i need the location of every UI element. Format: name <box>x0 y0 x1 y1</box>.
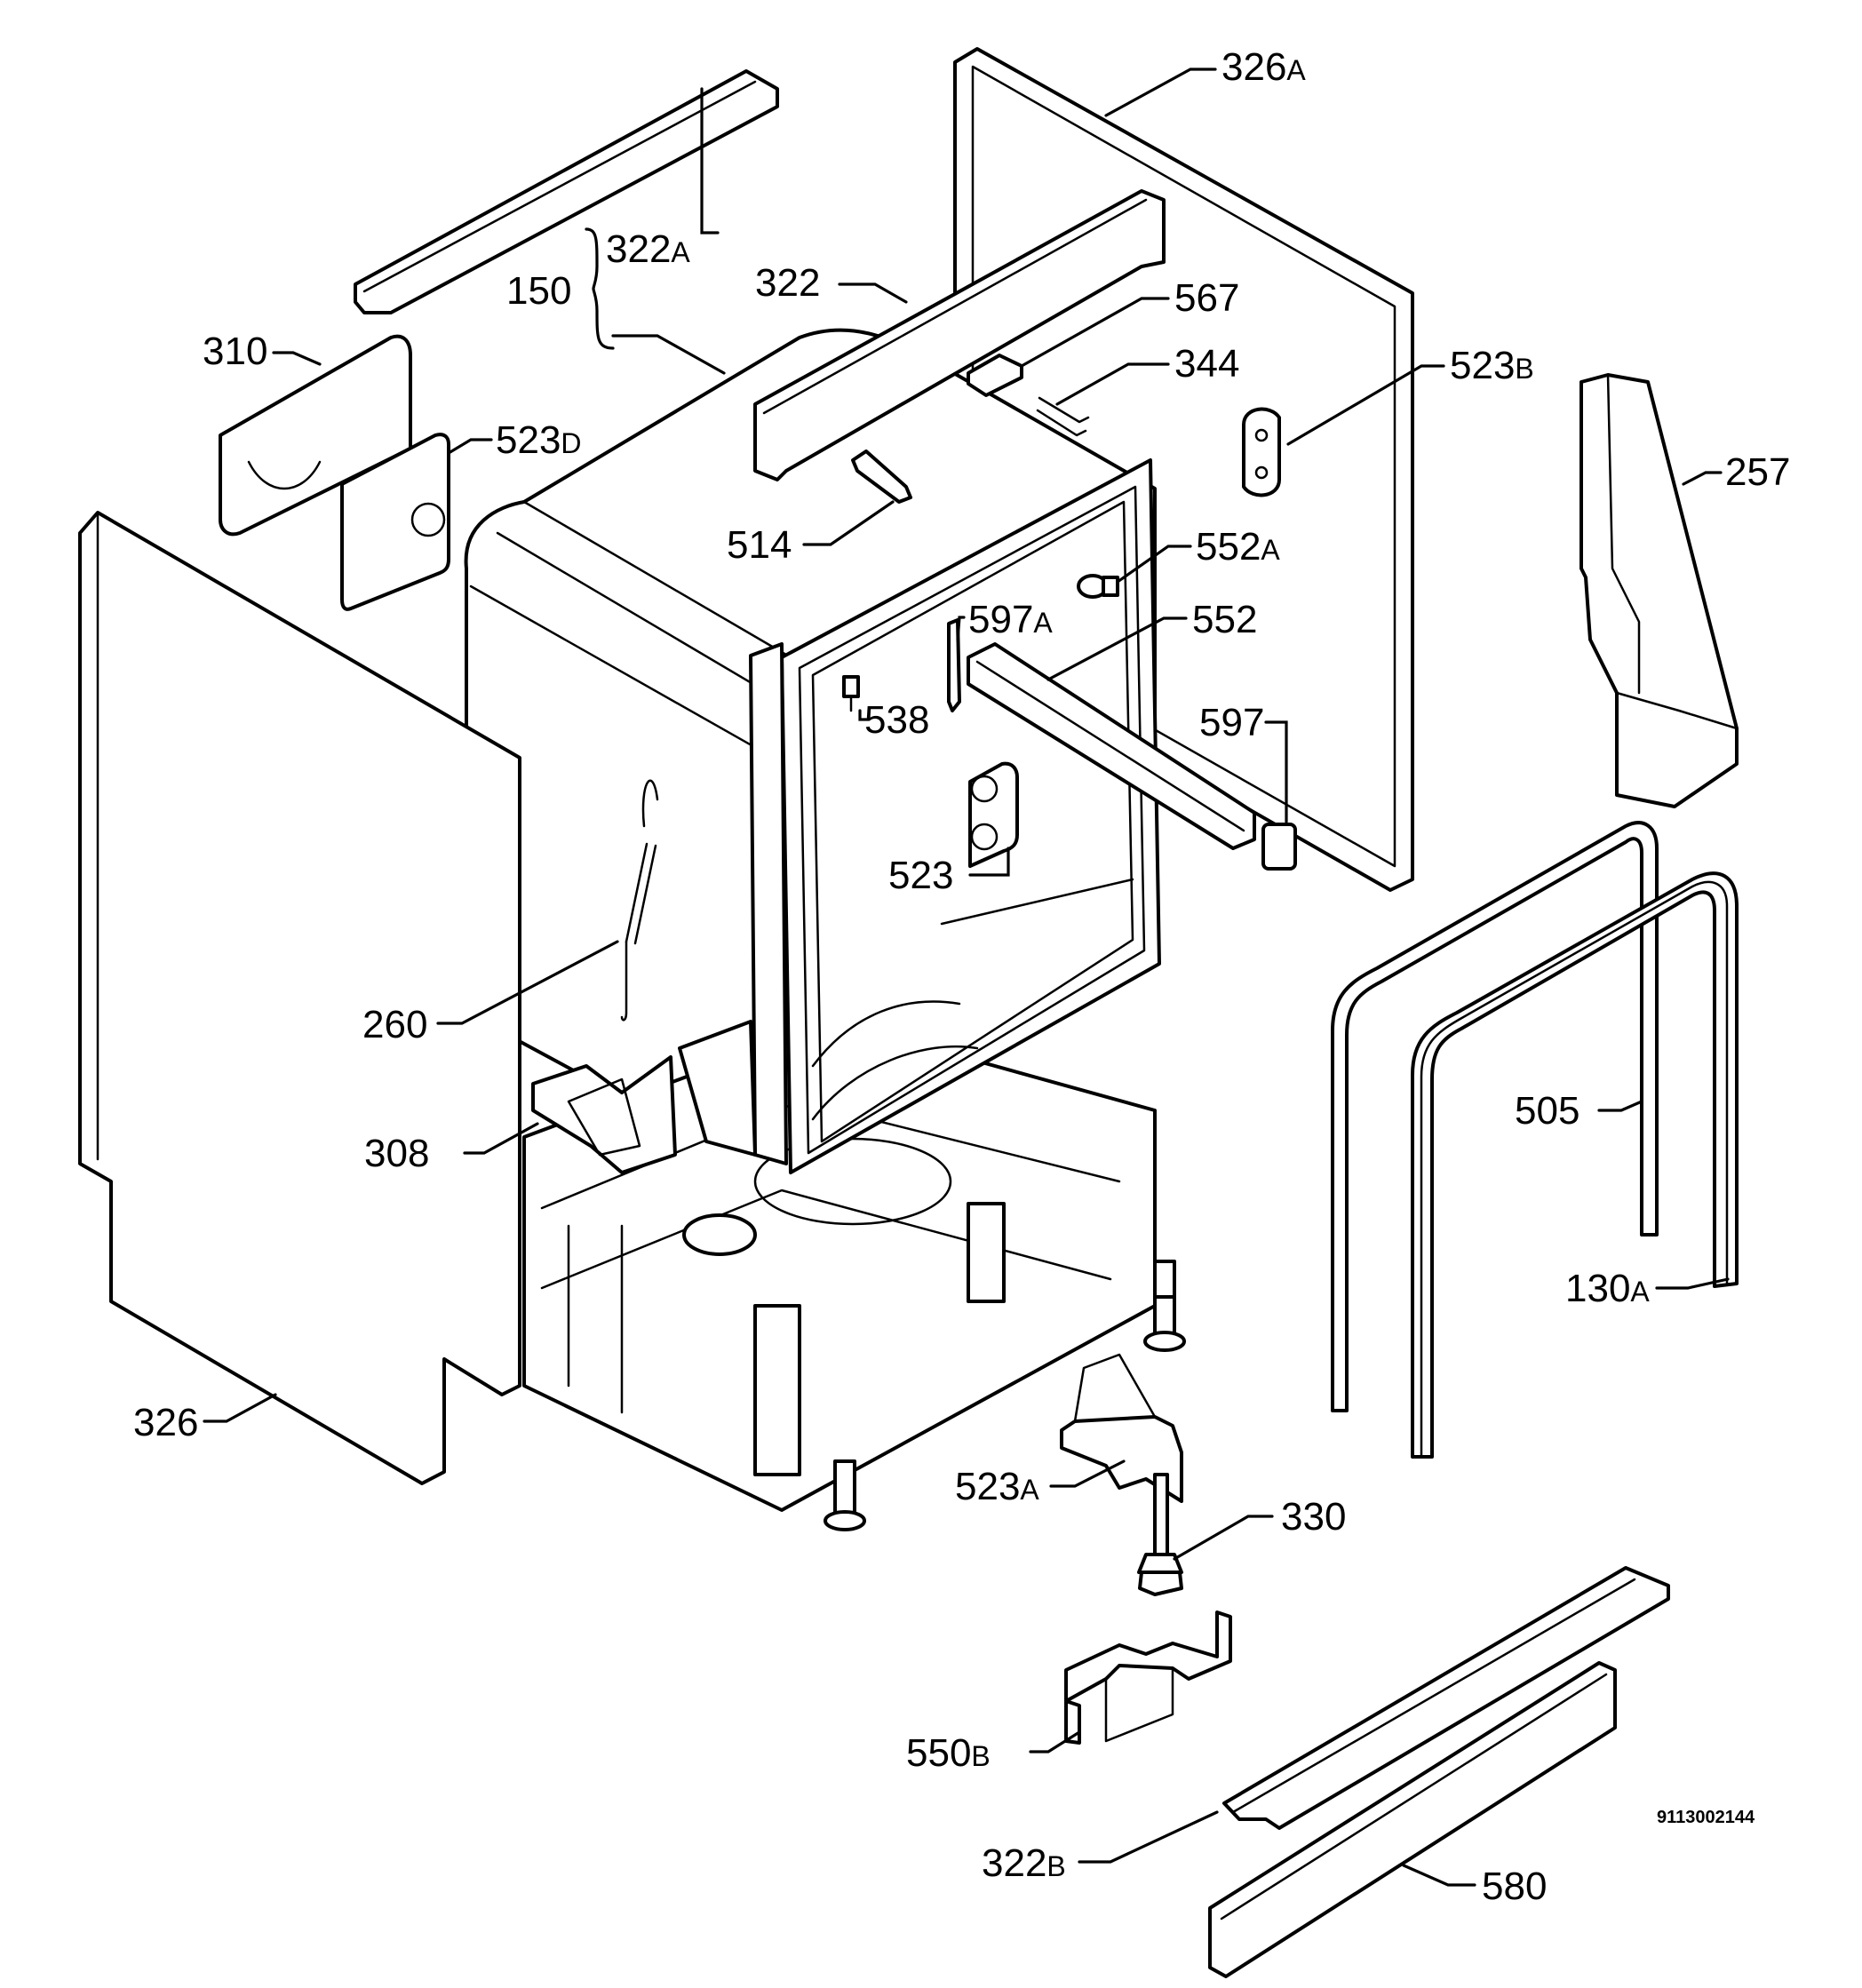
label-308: 308 <box>364 1132 429 1175</box>
leader-lines <box>203 68 1730 1887</box>
base-frame <box>522 1020 1186 1531</box>
label-505: 505 <box>1515 1089 1580 1133</box>
part-580-kick-plate <box>1208 1661 1617 1978</box>
label-150: 150 <box>506 269 571 313</box>
part-326-front-panel <box>78 511 521 1485</box>
label-326a: 326A <box>1221 45 1306 89</box>
label-257: 257 <box>1725 450 1790 494</box>
label-322: 322 <box>755 261 820 305</box>
part-523b-bushing <box>1242 407 1281 497</box>
part-322b-lower-rail <box>1222 1566 1670 1830</box>
label-567: 567 <box>1174 276 1239 320</box>
part-344-wire-clip <box>1036 396 1090 437</box>
label-514: 514 <box>727 523 792 567</box>
part-523-bushings <box>968 761 1019 868</box>
part-130a-seal <box>1411 871 1739 1459</box>
label-523: 523 <box>888 854 953 897</box>
label-550b: 550B <box>906 1731 991 1775</box>
label-330: 330 <box>1281 1495 1346 1539</box>
label-552: 552 <box>1192 598 1257 641</box>
part-322-top-bracket <box>753 189 1166 481</box>
label-597a: 597A <box>968 598 1053 641</box>
part-308-hinge <box>531 1055 677 1174</box>
label-260: 260 <box>362 1003 427 1046</box>
label-597: 597 <box>1199 701 1264 744</box>
part-523d-cover-plate <box>340 433 450 611</box>
label-523a: 523A <box>955 1465 1039 1508</box>
part-514-pin <box>851 449 912 504</box>
label-322b: 322B <box>982 1841 1066 1885</box>
label-344: 344 <box>1174 342 1239 386</box>
callout-labels: 326A 322A 150 322 567 310 344 523B 523D … <box>133 45 1790 1908</box>
label-523b: 523B <box>1450 344 1534 387</box>
part-550b-bracket <box>1064 1610 1232 1745</box>
document-number: 9113002144 <box>1657 1808 1755 1827</box>
part-330-foot-screw <box>1137 1473 1183 1596</box>
label-538: 538 <box>864 698 929 742</box>
label-130a: 130A <box>1565 1267 1650 1310</box>
part-552-rail <box>967 642 1256 850</box>
part-322a-top-rail <box>354 69 779 314</box>
part-505-seal <box>1331 821 1659 1412</box>
label-552a: 552A <box>1196 525 1280 569</box>
part-552a-button <box>1077 574 1119 599</box>
part-257-bracket <box>1580 373 1739 808</box>
label-523d: 523D <box>496 418 582 462</box>
label-310: 310 <box>203 330 267 373</box>
part-523a-foot-bracket <box>1060 1353 1183 1503</box>
part-597-stop <box>1261 823 1297 871</box>
part-567-clip <box>967 354 1023 397</box>
label-322a: 322A <box>606 227 690 271</box>
part-597a-clip <box>947 618 961 712</box>
label-326: 326 <box>133 1401 198 1444</box>
front-side-rail <box>678 642 788 1165</box>
part-538-screw <box>842 675 860 712</box>
label-580: 580 <box>1482 1865 1547 1908</box>
part-260-spring <box>620 779 659 1022</box>
